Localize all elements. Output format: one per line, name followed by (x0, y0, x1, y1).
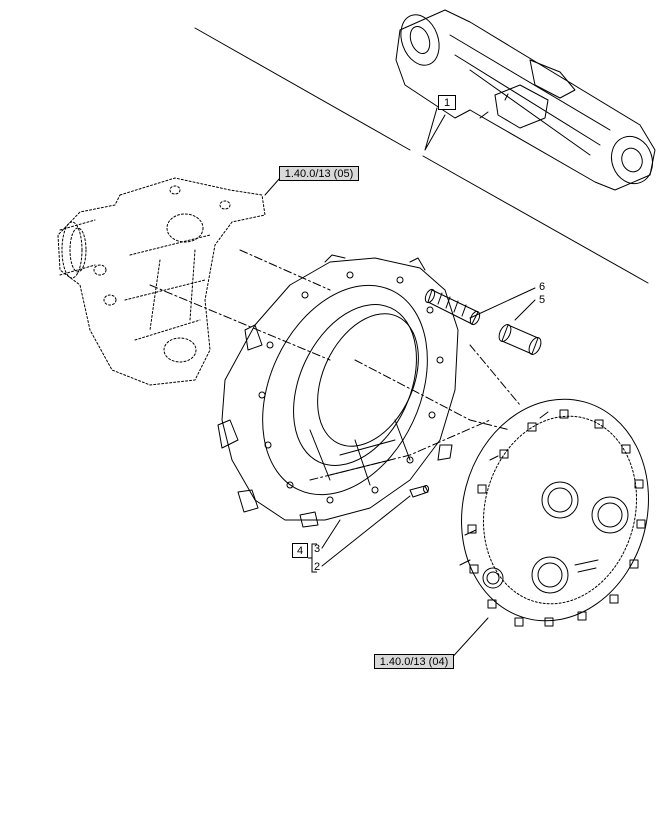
item-6-label: 6 (539, 281, 546, 293)
alignment-lines (149, 249, 521, 481)
final-drive-cover-illustration (459, 398, 649, 627)
item-2-leader (321, 495, 411, 567)
axle-item-callout: 1 (438, 95, 456, 110)
bushing-illustration (498, 324, 542, 355)
item-3-leader (321, 519, 341, 549)
item-5-label: 5 (539, 294, 546, 306)
inset-separator-line (194, 27, 649, 284)
kit-item-callout: 4 (292, 543, 308, 558)
reference-link-top[interactable]: 1.40.0/13 (05) (279, 166, 359, 181)
item-2-label: 2 (314, 561, 321, 573)
kit-bracket (308, 543, 317, 573)
item-6-leader (469, 287, 536, 319)
item-3-label: 3 (314, 543, 321, 555)
item-5-leader (514, 299, 536, 321)
axle-assembly-illustration (395, 9, 656, 191)
reference-link-bottom[interactable]: 1.40.0/13 (04) (374, 654, 454, 669)
dowel-pin-illustration (409, 485, 429, 498)
steering-knuckle-illustration (57, 177, 266, 386)
axle-leader (424, 107, 446, 151)
ref-top-leader (264, 177, 281, 196)
stud-illustration (424, 288, 481, 326)
housing-flange-illustration (217, 254, 459, 528)
ref-bottom-leader (447, 617, 489, 663)
